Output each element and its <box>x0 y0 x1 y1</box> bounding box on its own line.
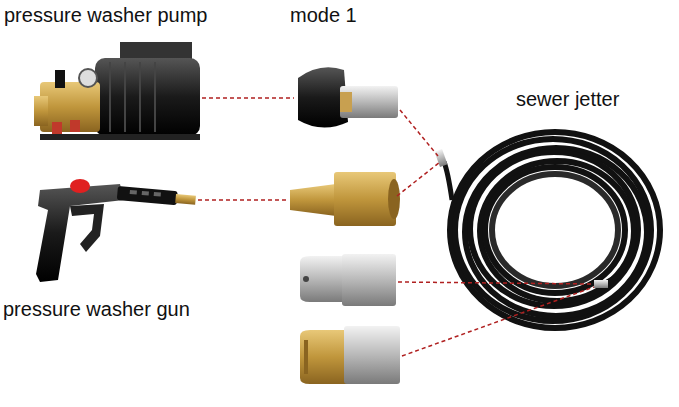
fitting-1 <box>298 67 398 127</box>
gun-illustration <box>36 179 196 282</box>
part-label: mode 1 <box>290 4 357 26</box>
part-label: pressure washer pump <box>4 4 207 26</box>
leader-lines <box>198 98 594 356</box>
hose-coil <box>444 132 660 328</box>
fitting-2 <box>290 172 400 226</box>
pump-head <box>40 82 100 132</box>
pump-motor <box>95 58 200 136</box>
part-label: pressure washer gun <box>3 298 190 320</box>
pump-illustration <box>34 42 200 140</box>
nozzle-3 <box>300 254 396 306</box>
nozzle-4 <box>300 326 400 384</box>
part-label: sewer jetter <box>516 88 619 110</box>
